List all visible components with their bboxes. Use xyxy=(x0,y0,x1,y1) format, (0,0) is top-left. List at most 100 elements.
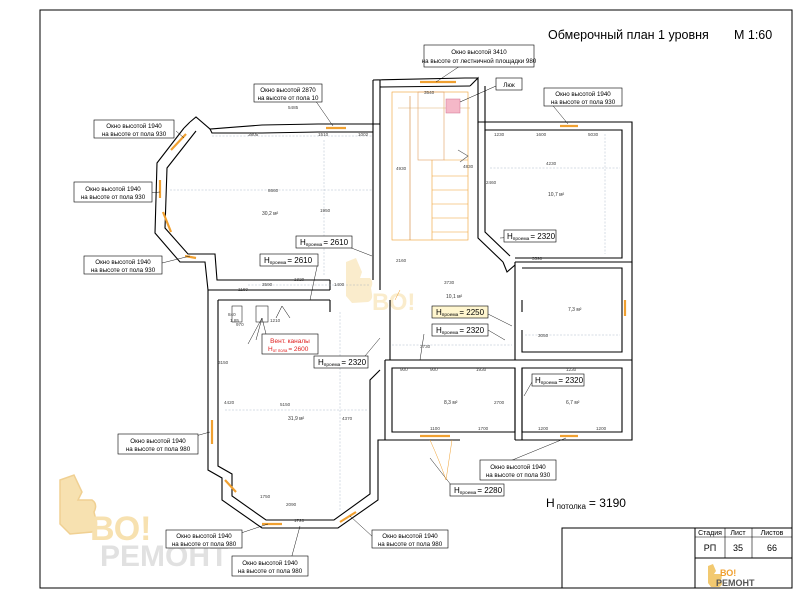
svg-text:на высоте от пола 10: на высоте от пола 10 xyxy=(258,95,319,102)
opening-height-labels: Hпроема= 2610 Hпроема= 2610 Hпроема= 232… xyxy=(259,229,585,497)
svg-text:на высоте от пола 930: на высоте от пола 930 xyxy=(102,131,167,138)
svg-text:Окно высотой 1940: Окно высотой 1940 xyxy=(95,259,151,266)
window-callout: Окно высотой 2870 на высоте от пола 10 xyxy=(253,83,323,103)
opening-height: Hпроема= 2320 xyxy=(503,229,557,243)
watermark-vo-text: ВО! xyxy=(90,510,151,548)
svg-text:на высоте от пола 980: на высоте от пола 980 xyxy=(238,568,303,575)
vent-channel-label: Вент. каналы Hот пола= 2600 xyxy=(261,333,319,355)
svg-text:Hпроема= 2320: Hпроема= 2320 xyxy=(436,326,485,336)
area-label: 31,9 м² xyxy=(288,416,305,422)
dimension-lines xyxy=(170,134,620,510)
drawing-scale: М 1:60 xyxy=(734,28,772,42)
svg-text:на высоте от пола 980: на высоте от пола 980 xyxy=(378,541,443,548)
svg-text:Окно высотой 1940: Окно высотой 1940 xyxy=(130,438,186,445)
dimension-value: 1160 xyxy=(238,287,248,292)
opening-height: Hпроема= 2320 xyxy=(531,373,585,387)
dimension-value: 5150 xyxy=(280,402,291,407)
svg-text:РЕМОНТ: РЕМОНТ xyxy=(716,578,755,588)
dimension-value: 5030 xyxy=(588,132,599,137)
dimension-value: 2700 xyxy=(494,400,505,405)
stamp-sheets-head: Листов xyxy=(761,530,784,537)
dimension-value: 1200 xyxy=(538,426,549,431)
window-callout: Окно высотой 3410 на высоте от лестнично… xyxy=(422,44,537,68)
dimension-value: 4930 xyxy=(396,166,407,171)
window-markers xyxy=(158,80,627,526)
area-label: 30,2 м² xyxy=(262,211,279,217)
dimension-value: 1210 xyxy=(270,318,281,323)
title-block xyxy=(561,527,793,589)
svg-text:Окно высотой 2870: Окно высотой 2870 xyxy=(260,87,316,94)
dimension-value: 8660 xyxy=(268,188,279,193)
opening-height: Hпроема= 2610 xyxy=(259,253,319,267)
svg-text:на высоте от пола 930: на высоте от пола 930 xyxy=(81,194,146,201)
svg-text:на высоте от пола 980: на высоте от пола 980 xyxy=(126,446,191,453)
stamp-sheet-value: 35 xyxy=(733,543,743,553)
stamp-sheet-head: Лист xyxy=(730,530,746,537)
window-callout: Окно высотой 1940 на высоте от пола 930 xyxy=(73,181,153,203)
staircase xyxy=(391,91,470,241)
opening-height: Hпроема= 2320 xyxy=(431,323,489,337)
dimension-value: 1720 xyxy=(294,518,305,523)
window-callout: Окно высотой 1940 на высоте от пола 980 xyxy=(371,529,449,549)
svg-text:Hпроема= 2280: Hпроема= 2280 xyxy=(454,486,503,496)
door-swings xyxy=(394,289,453,481)
dimension-value: 2460 xyxy=(486,180,497,185)
svg-text:на высоте от пола 930: на высоте от пола 930 xyxy=(551,99,616,106)
area-label: 6,7 м² xyxy=(566,400,580,406)
area-labels: 30,2 м² 10,7 м² 7,3 м² 10,1 м² 31,9 м² 8… xyxy=(262,192,582,422)
dimension-value: 3805 xyxy=(248,132,259,137)
dimension-value: 1950 xyxy=(320,208,331,213)
svg-text:Окно высотой 1940: Окно высотой 1940 xyxy=(555,91,611,98)
dimension-value: 3590 xyxy=(262,282,273,287)
svg-text:ВО!: ВО! xyxy=(720,568,736,578)
drawing-title: Обмерочный план 1 уровня xyxy=(548,28,709,42)
dimension-value: 1230 xyxy=(566,367,577,372)
dimension-value: 1510 xyxy=(318,132,329,137)
dimension-value: 1750 xyxy=(260,494,271,499)
dimension-value: 3540 xyxy=(424,90,435,95)
stamp-stage-head: Стадия xyxy=(698,530,722,537)
svg-text:на высоте от пола 930: на высоте от пола 930 xyxy=(91,267,156,274)
svg-text:Hпроема= 2610: Hпроема= 2610 xyxy=(300,238,349,248)
svg-text:Окно высотой 1940: Окно высотой 1940 xyxy=(176,533,232,540)
stamp-sheets-value: 66 xyxy=(767,543,777,553)
svg-text:Вент. каналы: Вент. каналы xyxy=(270,338,310,345)
svg-text:Hпроема= 2320: Hпроема= 2320 xyxy=(507,232,556,242)
opening-height: Hпроема= 2320 xyxy=(313,355,369,369)
svg-text:Окно высотой 1940: Окно высотой 1940 xyxy=(106,123,162,130)
watermark-logo-left: ВО! РЕМОНТ xyxy=(59,474,228,573)
stamp-logo: ВО! РЕМОНТ xyxy=(708,564,755,588)
svg-text:ВО!: ВО! xyxy=(372,289,415,316)
walls xyxy=(154,76,633,529)
dimension-value: 900 xyxy=(400,367,408,372)
dimension-value: 1930 xyxy=(476,367,487,372)
svg-text:Окно высотой 1940: Окно высотой 1940 xyxy=(85,186,141,193)
dimension-value: 4370 xyxy=(342,416,353,421)
svg-text:Hпроема= 2250: Hпроема= 2250 xyxy=(436,308,485,318)
dimension-value: 3730 xyxy=(420,344,431,349)
dimension-value: 2090 xyxy=(286,502,297,507)
dimension-value: 900 xyxy=(430,367,438,372)
area-label: 7,3 м² xyxy=(568,307,582,313)
dimension-value: 4420 xyxy=(224,400,235,405)
dimension-value: 3150 xyxy=(218,360,229,365)
svg-text:Окно высотой 1940: Окно высотой 1940 xyxy=(382,533,438,540)
window-callout: Окно высотой 1940 на высоте от пола 980 xyxy=(117,433,199,455)
svg-text:Окно высотой 1940: Окно высотой 1940 xyxy=(242,560,298,567)
dimension-value: 1200 xyxy=(596,426,607,431)
svg-text:на высоте от лестничной площад: на высоте от лестничной площадки 980 xyxy=(422,58,537,65)
dimension-value: 840 xyxy=(228,312,236,317)
dimension-value: 3050 xyxy=(538,333,549,338)
dimension-values: 5485 3805 1510 1002 8660 1950 3590 1320 … xyxy=(218,90,607,523)
window-callout: Окно высотой 1940 на высоте от пола 930 xyxy=(479,459,557,481)
dimension-value: 3730 xyxy=(444,280,455,285)
dimension-value: 1400 xyxy=(334,282,345,287)
svg-text:Hпроема= 2610: Hпроема= 2610 xyxy=(264,256,313,266)
window-callout: Окно высотой 1940 на высоте от пола 930 xyxy=(543,87,623,107)
svg-text:Hпроема= 2320: Hпроема= 2320 xyxy=(318,358,367,368)
svg-text:Окно высотой 3410: Окно высотой 3410 xyxy=(451,49,507,56)
watermark-logo-center: ВО! xyxy=(346,258,415,316)
window-callouts: Окно высотой 3410 на высоте от лестнично… xyxy=(73,44,623,577)
